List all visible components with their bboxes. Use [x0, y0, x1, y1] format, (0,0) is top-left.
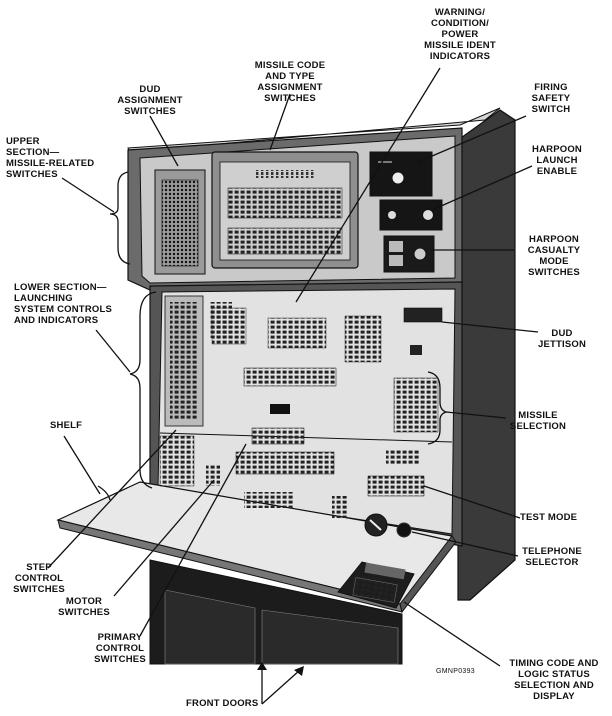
leader-upper-section: [61, 177, 115, 213]
dud-jettison-buttons: [407, 310, 439, 320]
small-indicator-2: [386, 450, 420, 464]
leader-step-control: [47, 429, 177, 569]
leader-firing-safety: [417, 115, 527, 163]
test-mode-switches: [367, 475, 425, 497]
leader-primary-control: [139, 443, 247, 637]
upper-section-brace: [109, 171, 131, 265]
leader-dud-jettison: [441, 321, 539, 333]
label-warning-indicators: WARNING/ CONDITION/ POWER MISSILE IDENT …: [424, 7, 496, 62]
indicator-cluster-2: [267, 317, 327, 349]
harpoon-launch-knob: [422, 209, 434, 221]
cabinet-right-side: [457, 109, 516, 601]
shelf-brace: [97, 485, 111, 501]
arrowheads: [257, 662, 304, 676]
step-control-lower: [159, 435, 195, 487]
leader-dud-assignment: [149, 115, 179, 167]
label-motor-switches: MOTOR SWITCHES: [58, 596, 110, 618]
harpoon-casualty-switch-2: [389, 255, 403, 266]
telephone-jack: [396, 522, 412, 538]
leader-timing-code: [403, 601, 501, 667]
telephone-selector-pointer: [369, 519, 382, 531]
label-dud-jettison: DUD JETTISON: [537, 328, 587, 350]
lower-section-brace: [129, 291, 157, 489]
front-door-right: [261, 609, 399, 665]
label-front-doors: FRONT DOORS: [186, 698, 259, 709]
lower-row-switches: [244, 492, 294, 508]
harpoon-casualty-knob: [413, 247, 427, 261]
label-primary-control-switches: PRIMARY CONTROL SWITCHES: [94, 632, 146, 665]
front-door-left: [164, 589, 256, 665]
leader-harpoon-launch: [431, 165, 533, 211]
leader-warning: [295, 67, 441, 303]
label-test-mode: TEST MODE: [520, 512, 578, 523]
label-telephone-selector: TELEPHONE SELECTOR: [522, 546, 582, 568]
label-harpoon-casualty-mode: HARPOON CASUALTY MODE SWITCHES: [527, 234, 581, 278]
center-indicator: [270, 404, 290, 414]
label-missile-code-switches: MISSILE CODE AND TYPE ASSIGNMENT SWITCHE…: [254, 60, 326, 104]
annotation-leaders: [47, 67, 539, 705]
leader-missile-code: [269, 93, 291, 151]
missile-code-header-strip: [254, 170, 314, 178]
harpoon-casualty-switch-1: [389, 241, 403, 252]
timing-code-keys-fill: [352, 577, 398, 603]
indicator-cluster-3: [344, 315, 382, 363]
leader-test-mode: [423, 485, 521, 519]
label-dud-assignment-switches: DUD ASSIGNMENT SWITCHES: [117, 84, 183, 117]
label-upper-section: UPPER SECTION— MISSILE-RELATED SWITCHES: [6, 136, 95, 180]
label-step-control-switches: STEP CONTROL SWITCHES: [13, 562, 65, 595]
leader-front-doors-2: [261, 669, 301, 705]
arrowhead-front-doors-2: [294, 666, 304, 676]
label-firing-safety-switch: FIRING SAFETY SWITCH: [531, 82, 571, 115]
leader-missile-selection: [445, 411, 507, 419]
label-missile-selection: MISSILE SELECTION: [509, 410, 567, 432]
dud-assignment-switches: [161, 179, 199, 267]
indicator-pair: [332, 496, 348, 518]
arrowhead-front-doors-1: [257, 662, 267, 670]
harpoon-launch-key: [388, 211, 396, 219]
missile-selection-switches: [393, 377, 439, 433]
firing-safety-knob: [391, 171, 405, 185]
timing-code-display: [364, 562, 406, 580]
leader-motor-switches: [113, 479, 215, 597]
motor-switches-row: [235, 451, 335, 475]
missile-code-switches-top: [227, 187, 343, 219]
leader-lower-section: [95, 329, 131, 373]
status-display-row: [243, 367, 337, 387]
step-control-switches: [170, 302, 198, 420]
label-harpoon-launch-enable: HARPOON LAUNCH ENABLE: [532, 144, 582, 177]
motor-switches-small: [206, 464, 220, 486]
label-timing-code: TIMING CODE AND LOGIC STATUS SELECTION A…: [509, 658, 599, 702]
missile-code-switches-bottom: [227, 227, 343, 255]
panel-divider: [159, 432, 453, 443]
indicator-cluster-1: [211, 307, 247, 345]
leader-shelf: [63, 435, 101, 495]
leader-telephone-selector: [411, 531, 519, 557]
figure-code: GMNP0393: [436, 668, 475, 675]
label-lower-section: LOWER SECTION— LAUNCHING SYSTEM CONTROLS…: [14, 282, 113, 326]
primary-control-switches: [251, 427, 305, 445]
small-indicator: [410, 345, 422, 355]
label-shelf: SHELF: [50, 420, 83, 431]
